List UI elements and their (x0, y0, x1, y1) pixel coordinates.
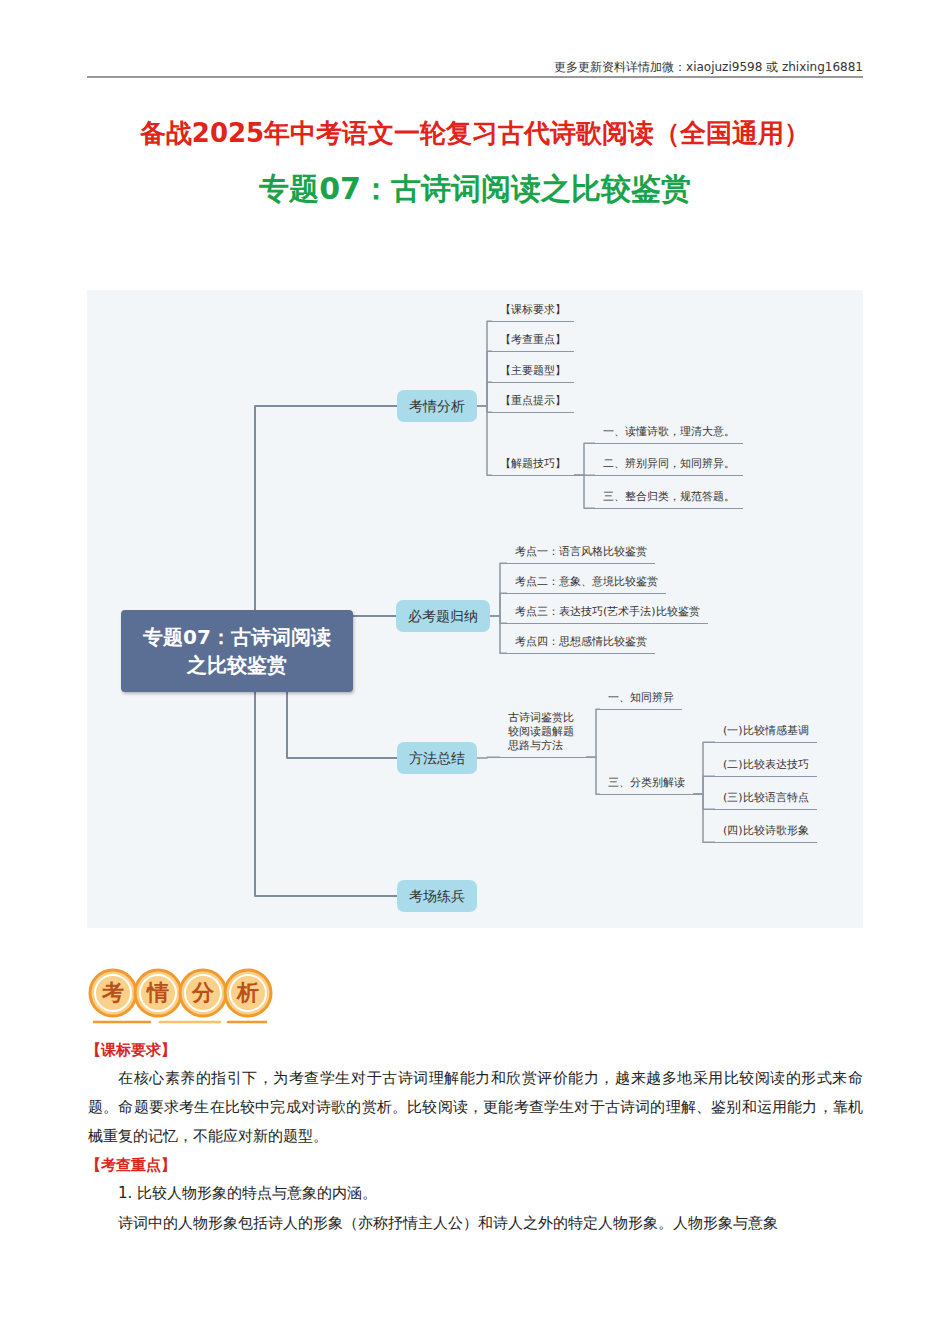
node-text: 考点二：意象、意境比较鉴赏 (515, 575, 658, 589)
branch-connector (477, 757, 500, 759)
leaf-topic: 考点二：意象、意境比较鉴赏 (507, 575, 666, 594)
node-text: 考场练兵 (409, 887, 465, 905)
branch-connector (477, 406, 492, 412)
leaf-topic: (二)比较表达技巧 (715, 758, 817, 777)
node-text: 三、整合归类，规范答题。 (603, 490, 735, 504)
branch-connector (255, 406, 397, 610)
badge-stroke (160, 1021, 220, 1024)
node-text: 【重点提示】 (500, 394, 566, 408)
leaf-topic: 【考查重点】 (492, 333, 574, 352)
branch-connector (490, 593, 507, 616)
section-heading: 【考查重点】 (86, 1153, 386, 1177)
node-text: 一、知同辨异 (608, 691, 674, 705)
node-text: 方法总结 (409, 749, 465, 767)
branch-connector (693, 776, 715, 794)
node-text: 考点一：语言风格比较鉴赏 (515, 545, 647, 559)
branch-connector (477, 351, 492, 406)
section-heading: 【课标要求】 (86, 1038, 386, 1062)
leaf-topic: 【课标要求】 (492, 303, 574, 322)
leaf-topic: (四)比较诗歌形象 (715, 824, 817, 843)
branch-connector (574, 443, 595, 475)
badge-circle (180, 970, 226, 1016)
central-topic: 专题07：古诗词阅读之比较鉴赏 (121, 610, 353, 692)
branch-connector (693, 794, 715, 809)
node-text: 【主要题型】 (500, 364, 566, 378)
branch-connector (477, 382, 492, 406)
leaf-topic: 【重点提示】 (492, 394, 574, 413)
badge-char: 情 (135, 979, 181, 1007)
header-note: 更多更新资料详情加微：xiaojuzi9598 或 zhixing16881 (87, 58, 863, 76)
node-text: 考情分析 (409, 397, 465, 415)
leaf-topic: 【解题技巧】 (492, 457, 574, 476)
node-text: 一、读懂诗歌，理清大意。 (603, 425, 735, 439)
leaf-topic: (三)比较语言特点 (715, 791, 817, 810)
body-line: 1. 比较人物形象的特点与意象的内涵。 (88, 1180, 863, 1206)
node-text: 考点三：表达技巧(艺术手法)比较鉴赏 (515, 605, 700, 619)
badge-char: 考 (90, 979, 136, 1007)
branch-box: 方法总结 (397, 742, 477, 774)
branch-connector (353, 615, 396, 617)
node-text: 【解题技巧】 (500, 457, 566, 471)
branch-connector (490, 616, 507, 653)
node-text: 考点四：思想感情比较鉴赏 (515, 635, 647, 649)
badge-circle (90, 970, 136, 1016)
node-text: 古诗词鉴赏比较阅读题解题思路与方法 (508, 711, 578, 753)
node-text: 专题07：古诗词阅读之比较鉴赏 (139, 623, 335, 679)
node-text: (一)比较情感基调 (723, 724, 809, 738)
branch-connector (477, 406, 492, 475)
leaf-topic: 三、分类别解读 (600, 776, 693, 795)
branch-connector (477, 321, 492, 406)
leaf-topic: 古诗词鉴赏比较阅读题解题思路与方法 (500, 711, 586, 758)
badge-stroke (94, 1021, 150, 1024)
body-paragraph: 诗词中的人物形象包括诗人的形象（亦称抒情主人公）和诗人之外的特定人物形象。人物形… (88, 1209, 863, 1237)
subtitle: 专题07：古诗词阅读之比较鉴赏 (0, 168, 950, 210)
branch-box: 考场练兵 (397, 880, 477, 912)
branch-connector (490, 616, 507, 623)
leaf-topic: 考点四：思想感情比较鉴赏 (507, 635, 655, 654)
branch-connector (574, 475, 595, 508)
section-badge (90, 970, 271, 1022)
leaf-topic: 一、知同辨异 (600, 691, 682, 710)
badge-char: 析 (225, 979, 271, 1007)
branch-box: 必考题归纳 (396, 600, 490, 632)
badge-circle (135, 970, 181, 1016)
badge-stroke (228, 1021, 266, 1024)
node-text: (四)比较诗歌形象 (723, 824, 809, 838)
leaf-topic: 一、读懂诗歌，理清大意。 (595, 425, 743, 444)
branch-connector (693, 742, 715, 794)
page-title: 备战2025年中考语文一轮复习古代诗歌阅读（全国通用） (0, 114, 950, 152)
leaf-topic: 考点三：表达技巧(艺术手法)比较鉴赏 (507, 605, 708, 624)
branch-connector (287, 692, 397, 758)
header-rule (87, 77, 863, 78)
leaf-topic: (一)比较情感基调 (715, 724, 817, 743)
node-text: 必考题归纳 (408, 607, 478, 625)
leaf-topic: 考点一：语言风格比较鉴赏 (507, 545, 655, 564)
node-text: 【考查重点】 (500, 333, 566, 347)
node-text: 二、辨别异同，知同辨异。 (603, 457, 735, 471)
branch-connector (586, 709, 600, 757)
leaf-topic: 三、整合归类，规范答题。 (595, 490, 743, 509)
node-text: 【课标要求】 (500, 303, 566, 317)
body-paragraph: 在核心素养的指引下，为考查学生对于古诗词理解能力和欣赏评价能力，越来越多地采用比… (88, 1064, 863, 1151)
branch-connector (255, 692, 397, 896)
branch-box: 考情分析 (397, 390, 477, 422)
leaf-topic: 【主要题型】 (492, 364, 574, 383)
branch-connector (490, 563, 507, 616)
mindmap-panel (87, 290, 863, 928)
badge-char: 分 (180, 979, 226, 1007)
node-text: (二)比较表达技巧 (723, 758, 809, 772)
branch-connector (586, 757, 600, 794)
node-text: 三、分类别解读 (608, 776, 685, 790)
node-text: (三)比较语言特点 (723, 791, 809, 805)
leaf-topic: 二、辨别异同，知同辨异。 (595, 457, 743, 476)
branch-connector (693, 794, 715, 842)
badge-circle (225, 970, 271, 1016)
